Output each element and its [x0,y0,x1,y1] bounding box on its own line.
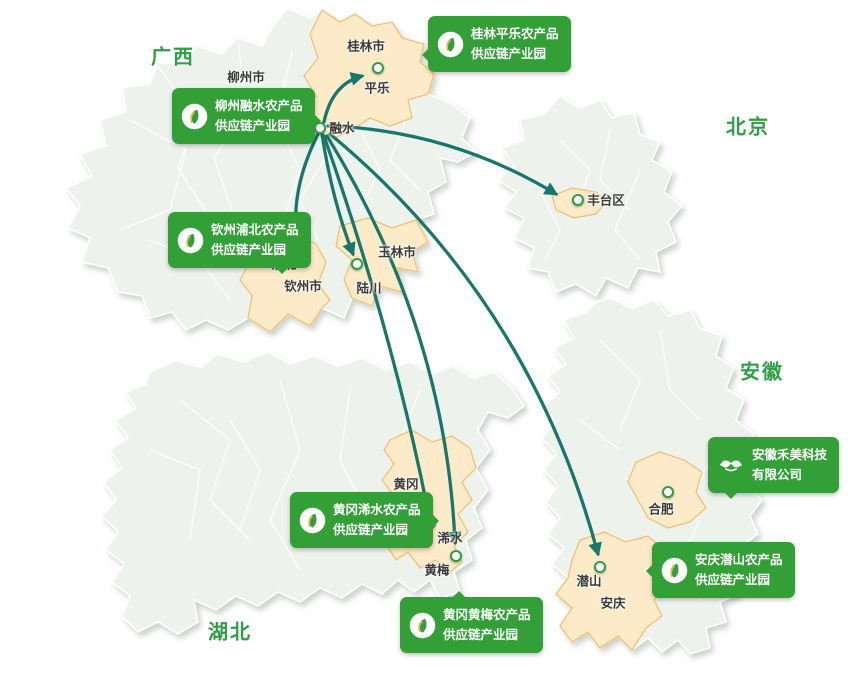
province-label-hubei: 湖北 [208,621,252,644]
city-label-hefei: 合肥 [648,502,674,517]
callout-qinzhou-pubei-park: 钦州浦北农产品 供应链产业园 [168,212,311,274]
callout-line-1: 钦州浦北农产品 [211,223,299,237]
callout-huanggang-xishui-park: 黄冈浠水农产品 供应链产业园 [290,492,439,548]
marker-fengtai [572,194,584,206]
city-label-guilin: 桂林市 [347,39,385,54]
city-label-luchuan: 陆川 [356,281,382,296]
province-label-guangxi: 广西 [151,46,195,69]
callout-pointer [724,492,738,506]
city-label-anqing: 安庆 [600,596,626,611]
callout-liuzhou-rongshui-park: 柳州融水农产品 供应链产业园 [172,88,321,144]
park-logo-icon [409,612,436,639]
city-label-yulin: 玉林市 [378,245,416,260]
callout-line-2: 供应链产业园 [333,523,409,537]
callout-huanggang-huangmei-park: 黄冈黄梅农产品 供应链产业园 [400,591,543,653]
city-label-rongshui: 融水 [329,121,355,136]
province-label-beijing: 北京 [726,116,770,139]
city-label-qianshan: 潜山 [576,574,602,589]
callout-guilin-pingle-park: 桂林平乐农产品 供应链产业园 [422,16,571,72]
beijing-province-shape [496,94,684,298]
handshake-icon [717,454,745,476]
park-logo-icon [181,103,208,130]
route-arrow-rongshui-pingle [322,72,365,124]
route-arrow-rongshui-luchuan [320,132,356,257]
callout-line-2: 供应链产业园 [215,119,291,133]
park-logo-icon [299,507,326,534]
route-arrow-rongshui-fengtai [326,124,559,196]
province-label-anhui: 安徽 [740,361,784,384]
park-logo-icon [177,227,204,254]
marker-huangmei [450,550,462,562]
marker-qianshan [594,561,606,573]
callout-line-2: 供应链产业园 [695,573,771,587]
callout-pointer [452,584,466,598]
callout-line-2: 供应链产业园 [211,243,287,257]
city-label-fengtai: 丰台区 [587,193,625,208]
callout-line-2: 有限公司 [752,468,803,482]
callout-line-1: 黄冈黄梅农产品 [443,608,531,622]
city-label-pingle: 平乐 [364,81,390,96]
marker-hefei [662,486,674,498]
callout-pointer [431,514,446,528]
callout-line-1: 安庆潜山农产品 [695,553,783,567]
city-label-huangmei: 黄梅 [424,563,450,578]
marker-pingle [372,62,384,74]
route-arrow-rongshui-xishui [322,134,433,514]
city-label-liuzhou: 柳州市 [227,70,265,85]
route-arrow-rongshui-qianshan [328,132,602,557]
callout-anhui-hemei-company: 安徽禾美科技 有限公司 [708,437,840,499]
callout-line-1: 黄冈浠水农产品 [333,503,421,517]
city-label-qinzhou: 钦州市 [284,279,322,294]
route-arrow-rongshui-huangmei [325,134,462,546]
callout-pointer [274,267,289,281]
callout-pointer [415,48,429,62]
callout-line-2: 供应链产业园 [471,47,547,61]
park-logo-icon [661,557,688,584]
callout-line-1: 安徽禾美科技 [752,448,828,462]
anqing-qianshan-highlight-region [555,531,669,651]
city-label-xishui: 浠水 [437,531,463,546]
city-label-huanggang: 黄冈 [393,477,419,492]
callout-line-2: 供应链产业园 [443,628,519,642]
callout-pointer [639,564,653,578]
callout-pointer [313,114,328,128]
callout-line-1: 桂林平乐农产品 [471,27,559,41]
park-logo-icon [437,31,464,58]
route-arrows [288,72,602,557]
marker-luchuan [351,258,363,270]
callout-line-1: 柳州融水农产品 [215,99,303,113]
callout-anqing-qianshan-park: 安庆潜山农产品 供应链产业园 [646,542,795,598]
